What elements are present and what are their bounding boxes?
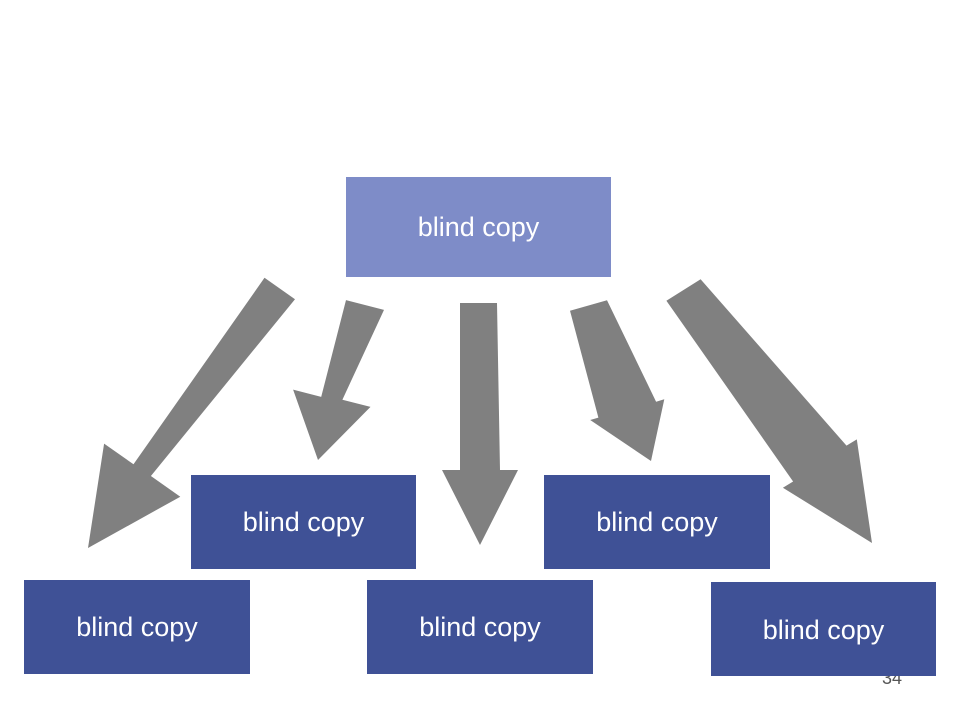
arrow-2 xyxy=(293,300,384,460)
top-node-label: blind copy xyxy=(417,211,540,242)
child-node-label: blind copy xyxy=(419,611,541,642)
child-node-label: blind copy xyxy=(242,506,365,537)
arrow-1 xyxy=(88,277,295,548)
child-node-upper-left: blind copy xyxy=(191,475,416,569)
child-node-label: blind copy xyxy=(762,614,885,645)
child-node-label: blind copy xyxy=(76,611,198,642)
arrow-3 xyxy=(442,303,518,545)
arrow-5 xyxy=(666,279,872,543)
child-node-upper-right: blind copy xyxy=(544,475,770,569)
child-node-label: blind copy xyxy=(596,506,718,537)
child-node-lower-right: blind copy xyxy=(711,582,936,676)
child-node-lower-left: blind copy xyxy=(24,580,250,674)
arrow-4 xyxy=(570,300,665,461)
child-node-lower-center: blind copy xyxy=(367,580,593,674)
top-node: blind copy xyxy=(346,177,611,277)
